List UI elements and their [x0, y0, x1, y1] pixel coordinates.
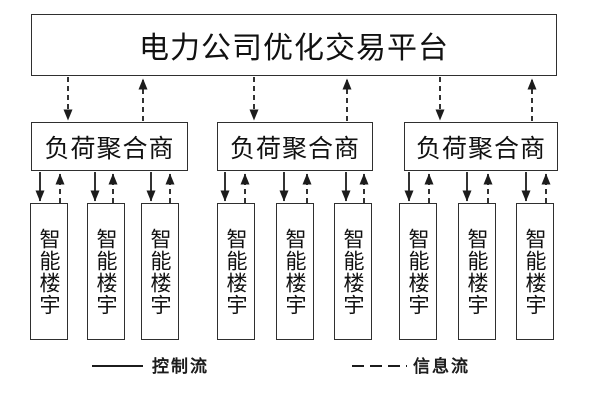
node-platform-label: 电力公司优化交易平台: [139, 32, 449, 65]
node-aggregator-3: 负荷聚合商: [404, 122, 558, 171]
node-building-4-label: 智能楼宇: [224, 227, 248, 316]
node-aggregator-1-label: 负荷聚合商: [44, 135, 175, 163]
node-aggregator-3-label: 负荷聚合商: [415, 135, 546, 163]
node-building-1-label: 智能楼宇: [37, 227, 61, 316]
node-building-5-label: 智能楼宇: [283, 227, 307, 316]
node-aggregator-2: 负荷聚合商: [217, 122, 373, 171]
node-building-3-label: 智能楼宇: [148, 227, 172, 316]
node-building-6-label: 智能楼宇: [341, 227, 365, 316]
node-building-1: 智能楼宇: [30, 203, 68, 340]
node-platform: 电力公司优化交易平台: [31, 14, 557, 76]
node-building-3: 智能楼宇: [141, 203, 179, 340]
node-building-2: 智能楼宇: [87, 203, 125, 340]
node-building-2-label: 智能楼宇: [94, 227, 118, 316]
node-building-7: 智能楼宇: [399, 203, 437, 340]
node-aggregator-1: 负荷聚合商: [31, 122, 188, 171]
node-building-7-label: 智能楼宇: [406, 227, 430, 316]
node-building-6: 智能楼宇: [334, 203, 372, 340]
node-building-9: 智能楼宇: [516, 203, 554, 340]
legend-control-label: 控制流: [152, 357, 209, 376]
node-building-8: 智能楼宇: [458, 203, 496, 340]
node-building-4: 智能楼宇: [217, 203, 255, 340]
node-aggregator-2-label: 负荷聚合商: [229, 135, 360, 163]
node-building-5: 智能楼宇: [276, 203, 314, 340]
legend-info-label: 信息流: [413, 357, 470, 376]
node-building-8-label: 智能楼宇: [465, 227, 489, 316]
node-building-9-label: 智能楼宇: [523, 227, 547, 316]
